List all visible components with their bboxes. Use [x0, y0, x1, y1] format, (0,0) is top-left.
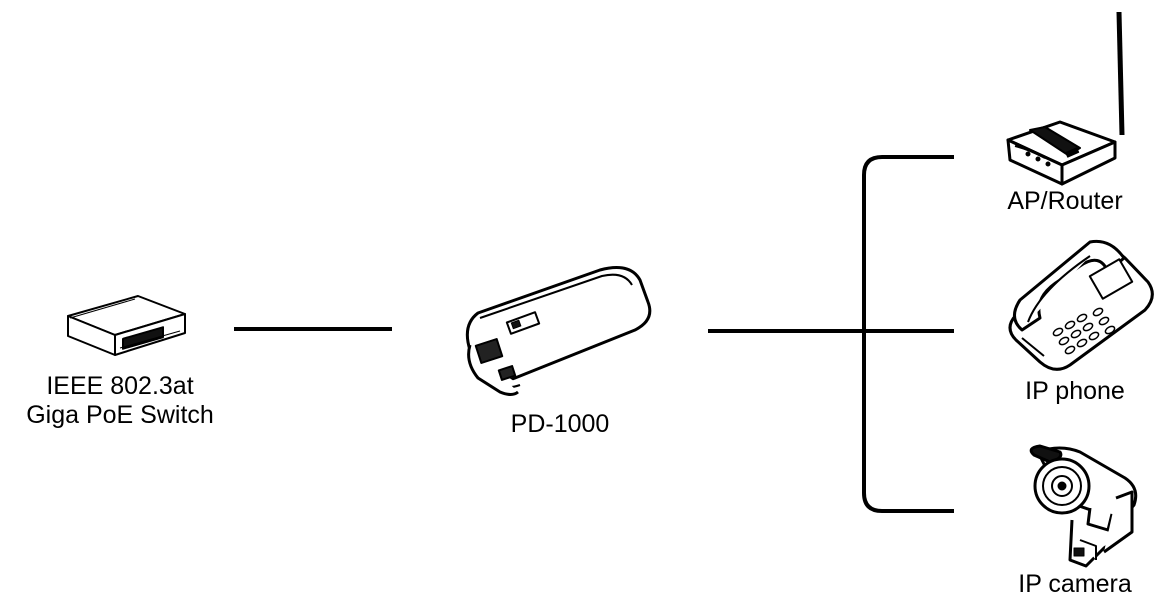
switch-label-line1: IEEE 802.3at: [46, 372, 194, 400]
connections: [234, 155, 954, 513]
switch-label: IEEE 802.3at Giga PoE Switch: [0, 372, 240, 430]
security-camera-icon: [1029, 444, 1138, 568]
camera-label: IP camera: [1018, 570, 1132, 598]
pd-label: PD-1000: [510, 410, 610, 438]
pd-1000-device-icon: [465, 266, 652, 396]
switch-label-line2: Giga PoE Switch: [26, 401, 214, 429]
poe-switch-icon: [67, 295, 186, 356]
router-label: AP/Router: [1007, 187, 1123, 215]
desk-phone-icon: [1008, 239, 1154, 371]
branch-bus: [862, 155, 954, 513]
wireless-router-icon: [1006, 11, 1125, 186]
phone-label: IP phone: [1025, 377, 1125, 405]
